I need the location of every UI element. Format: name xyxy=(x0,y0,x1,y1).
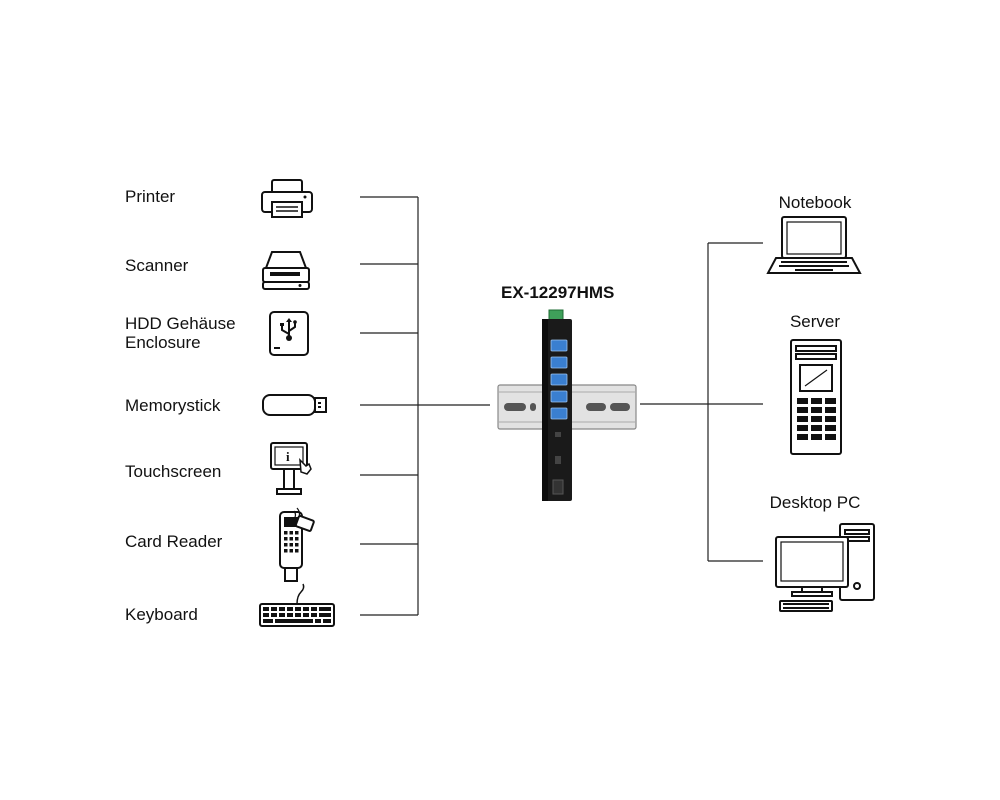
device-label-printer: Printer xyxy=(125,187,176,206)
device-label-memorystick: Memorystick xyxy=(125,396,221,415)
touchscreen-kiosk-icon: i xyxy=(270,442,312,495)
host-connector-lines xyxy=(640,242,763,562)
device-label-scanner: Scanner xyxy=(125,256,189,275)
usb-hub-device xyxy=(497,309,637,501)
usb-port xyxy=(550,356,568,369)
printer-icon xyxy=(261,179,313,218)
card-reader-icon xyxy=(279,507,315,582)
device-connector-lines xyxy=(360,196,490,616)
usb-stick-icon xyxy=(262,394,327,416)
usb-port xyxy=(550,407,568,420)
keyboard-icon xyxy=(259,583,335,627)
desktop-pc-icon xyxy=(775,523,875,612)
host-label-notebook: Notebook xyxy=(778,193,852,212)
device-label-touchscreen: Touchscreen xyxy=(125,462,222,481)
server-icon xyxy=(790,339,842,455)
usb-port xyxy=(550,373,568,386)
hdd-enclosure-icon xyxy=(269,311,309,356)
notebook-icon xyxy=(766,216,862,274)
svg-text:i: i xyxy=(286,449,290,464)
usb-port xyxy=(550,390,568,403)
device-label-keyboard: Keyboard xyxy=(125,605,198,624)
host-label-server: Server xyxy=(789,312,841,331)
hub-model-title: EX-12297HMS xyxy=(501,283,615,302)
device-label-hdd: HDD Gehäuse xyxy=(125,314,236,333)
device-label-card-reader: Card Reader xyxy=(125,532,223,551)
host-label-desktop-pc: Desktop PC xyxy=(769,493,861,512)
scanner-icon xyxy=(262,251,310,290)
usb-port xyxy=(550,339,568,352)
device-label-hdd-line2: Enclosure xyxy=(125,333,201,352)
